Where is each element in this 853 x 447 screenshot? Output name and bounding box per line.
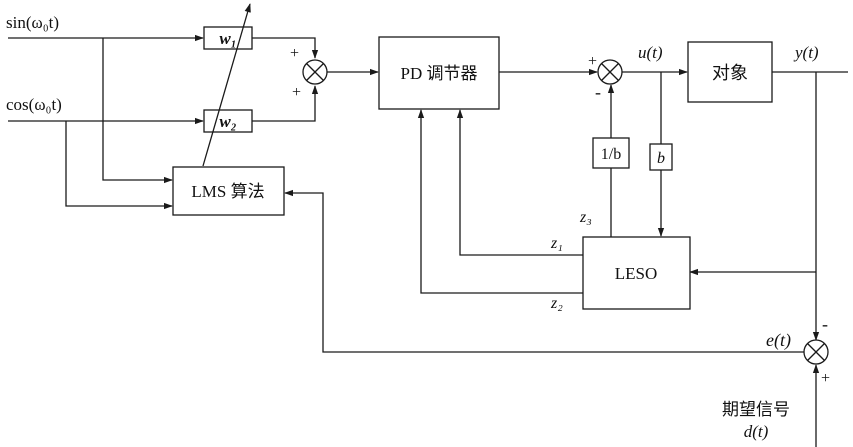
d-signal-label: d(t) — [744, 422, 769, 441]
plant-block — [687, 41, 773, 103]
lms-label: LMS 算法 — [191, 182, 264, 201]
e-signal-label: e(t) — [766, 330, 791, 351]
z3-label: z₃ — [579, 209, 592, 226]
sin-to-lms-line — [102, 38, 173, 184]
z1-label: z₁ — [550, 235, 563, 252]
inv-b-label: 1/b — [601, 146, 621, 163]
cos-to-lms-line — [65, 121, 173, 210]
z2-label: z₂ — [550, 295, 563, 312]
w2-to-sum1-line — [252, 85, 319, 122]
pd-controller-block — [378, 36, 500, 110]
desired-signal-label: 期望信号 — [722, 400, 790, 419]
y-signal-label: y(t) — [793, 43, 819, 62]
b-label: b — [657, 150, 665, 167]
cos-input-label: cos(ω₀t) — [6, 95, 62, 114]
sum-junction-1 — [302, 59, 328, 85]
inv-b-block — [592, 137, 630, 169]
sum-junction-2 — [597, 59, 623, 85]
w1-to-sum1-line — [252, 37, 319, 59]
lms-adaptation-arrow — [202, 3, 251, 167]
error-to-lms-line — [284, 189, 804, 353]
z1-feedback-line — [456, 109, 583, 256]
sum3-bottom-sign: + — [821, 370, 830, 387]
leso-label: LESO — [615, 264, 658, 283]
sin-input-label: sin(ω₀t) — [6, 13, 59, 32]
lms-block — [172, 166, 285, 216]
plant-label: 对象 — [712, 63, 748, 83]
u-signal-label: u(t) — [638, 43, 663, 62]
sum1-top-sign: + — [290, 45, 299, 62]
w2-label: w₂ — [219, 112, 236, 131]
sum2-left-sign: + — [588, 53, 597, 70]
sum-junction-3 — [803, 339, 829, 365]
sum1-bottom-sign: + — [292, 84, 301, 101]
w1-label: w₁ — [219, 29, 236, 48]
z2-feedback-line — [417, 109, 583, 294]
sum3-top-sign: - — [822, 314, 828, 334]
sum2-bottom-sign: - — [595, 82, 601, 102]
pd-controller-label: PD 调节器 — [401, 64, 478, 83]
leso-block — [582, 236, 691, 310]
